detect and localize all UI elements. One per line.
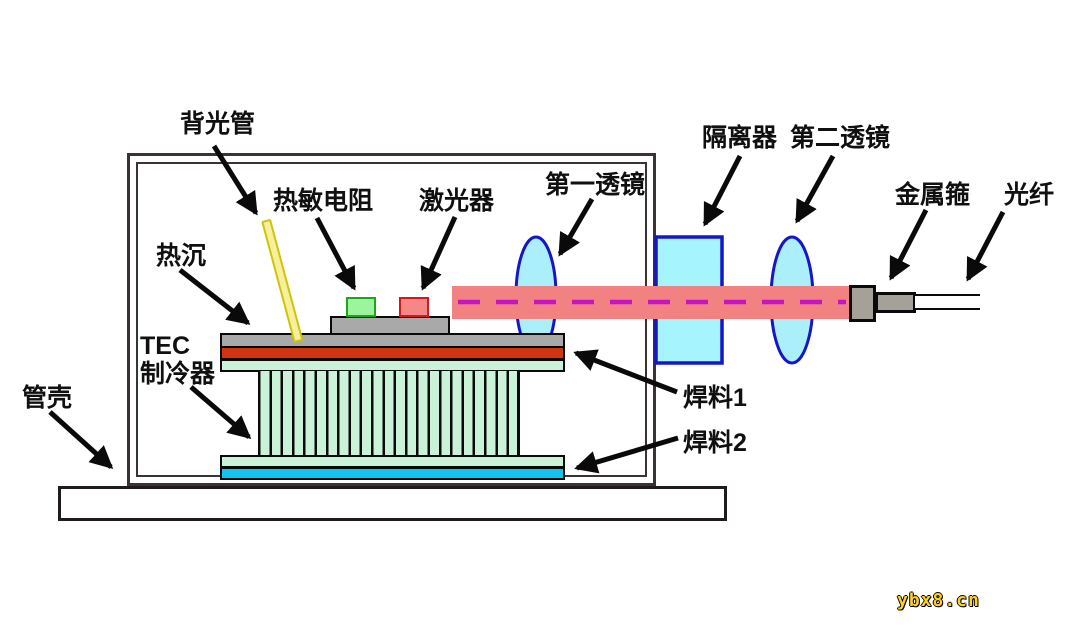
- label-solder2: 焊料2: [683, 429, 747, 457]
- laser-beam: [452, 286, 850, 319]
- label-package-shell: 管壳: [22, 384, 73, 412]
- tec-pillars: [258, 371, 520, 456]
- solder2-layer: [220, 467, 565, 480]
- label-solder1: 焊料1: [683, 384, 747, 412]
- watermark: ybx8.cn: [897, 590, 980, 611]
- label-thermistor: 热敏电阻: [273, 187, 374, 215]
- label-tec-line1: TEC: [140, 332, 190, 360]
- arrow-second-lens: [794, 154, 836, 224]
- label-backlight-tube: 背光管: [180, 110, 256, 138]
- chip-submount: [330, 316, 450, 335]
- solder1-layer: [220, 346, 565, 360]
- label-tec-cooler: TEC 制冷器: [140, 332, 215, 388]
- label-optical-fiber: 光纤: [1004, 181, 1055, 209]
- label-second-lens: 第二透镜: [790, 124, 891, 152]
- arrow-isolator: [702, 154, 743, 227]
- optical-fiber-shape: [915, 294, 980, 310]
- arrow-metal-ferrule: [888, 208, 929, 281]
- metal-ferrule-inner: [849, 285, 876, 322]
- metal-ferrule-outer: [875, 292, 916, 313]
- label-laser: 激光器: [419, 187, 495, 215]
- arrow-package-shell: [48, 410, 114, 470]
- thermistor-chip: [346, 297, 376, 317]
- label-first-lens: 第一透镜: [545, 171, 646, 199]
- package-base-plate: [58, 486, 727, 521]
- arrow-optical-fiber: [965, 210, 1006, 282]
- label-metal-ferrule: 金属箍: [895, 181, 971, 209]
- laser-chip: [399, 297, 429, 317]
- label-tec-line2: 制冷器: [140, 360, 216, 388]
- label-isolator: 隔离器: [702, 124, 778, 152]
- label-heat-sink: 热沉: [156, 242, 207, 270]
